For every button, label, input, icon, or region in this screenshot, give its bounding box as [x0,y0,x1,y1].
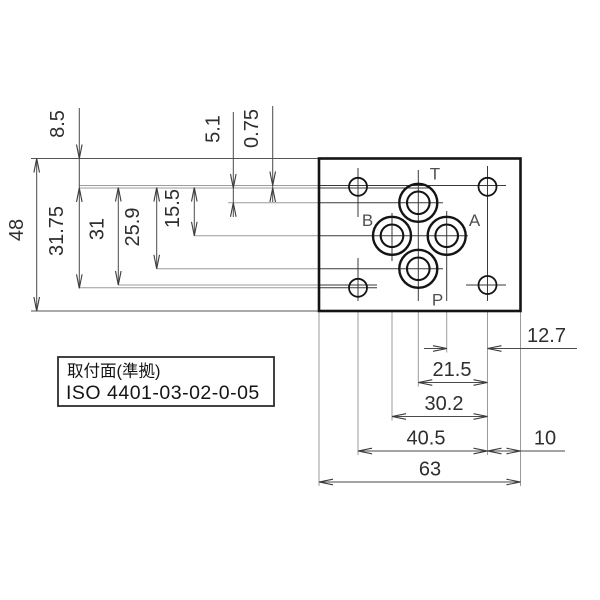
port-label-b: B [362,211,373,230]
note-box: 取付面(準拠) ISO 4401-03-02-0-05 [57,356,275,407]
note-box-frame [57,356,275,407]
dim-label-bolt-col-to-edge: 10 [534,428,556,450]
dim-b-port-to-bolt-col: 30.2 [391,393,488,420]
dim-tp-axis-to-bolt-col: 21.5 [418,359,488,386]
dim-a-port-to-bolt-col: 12.7 [424,325,577,352]
dim-bolt-row-offset: 0.75 [241,106,277,203]
dim-label-bolt-span-left: 31.75 [46,206,68,256]
dim-label-bolt-row-to-ab-ports: 15.5 [162,189,184,228]
bolt-hole-top-right [477,176,498,197]
mounting-plate-outline [317,157,522,313]
dim-bolt-row-to-t-port: 5.1 [203,112,237,217]
dim-edge-to-bolt-row: 8.5 [47,108,83,289]
dim-label-edge-to-bolt-row: 8.5 [47,110,69,138]
port-t-outer-circle [398,182,439,224]
dim-label-plate-width: 63 [419,459,441,481]
dim-label-plate-height: 48 [6,219,28,241]
note-line-mounting-face: 取付面(準拠) [67,362,161,381]
dim-bolt-col-to-edge: 10 [487,428,565,455]
note-line-iso-code: ISO 4401-03-02-0-05 [66,382,260,404]
bolt-hole-bottom-right [477,275,498,295]
dim-bolt-span-right: 31 [87,187,122,286]
dim-bolt-col-span: 40.5 [357,428,488,455]
dim-plate-width: 63 [318,459,521,486]
dim-label-bolt-col-span: 40.5 [407,428,446,450]
bolt-hole-top-left [348,176,368,197]
dim-label-bolt-span-right: 31 [87,218,109,240]
port-a-outer-circle [426,215,467,257]
port-b-outer-circle [371,215,413,257]
dim-plate-height: 48 [6,158,41,312]
dim-label-bolt-row-to-p-port: 25.9 [122,208,144,247]
dim-label-tp-axis-to-bolt-col: 21.5 [433,359,472,381]
plate-body [317,157,522,313]
extension-lines [31,158,521,486]
port-b-inner-circle [379,223,405,249]
dim-label-a-port-to-bolt-col: 12.7 [527,325,566,347]
port-label-p: P [432,291,443,310]
dim-bolt-row-to-ab-ports: 15.5 [162,187,198,236]
bolt-hole-bottom-left [348,277,368,298]
dim-label-bolt-row-to-t-port: 5.1 [203,115,225,143]
port-p-inner-circle [405,256,431,282]
dim-label-bolt-row-offset: 0.75 [241,109,263,148]
port-a-inner-circle [434,223,460,249]
port-labels: T B A P [362,165,481,310]
port-t-inner-circle [405,190,431,216]
dim-bolt-span-left: 31.75 [46,206,83,289]
dim-label-b-port-to-bolt-col: 30.2 [425,393,464,415]
port-p-outer-circle [398,248,439,289]
port-label-a: A [469,211,481,230]
port-label-t: T [430,165,440,184]
dim-bolt-row-to-p-port: 25.9 [122,187,161,269]
